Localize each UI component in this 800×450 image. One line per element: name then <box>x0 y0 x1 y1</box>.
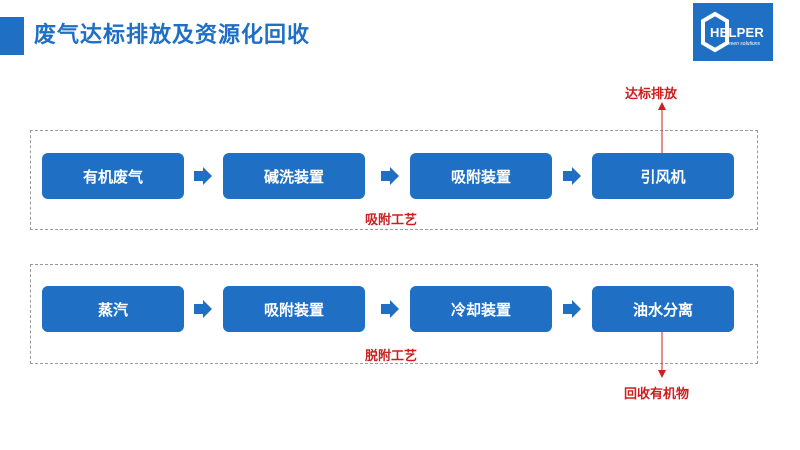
arrow-right-icon <box>563 300 581 318</box>
adsorption-caption: 吸附工艺 <box>365 213 418 228</box>
title-accent-bar <box>0 17 24 55</box>
process1-step-4: 引风机 <box>592 153 734 199</box>
arrow-right-icon <box>381 167 399 185</box>
process1-step-2: 碱洗装置 <box>223 153 365 199</box>
arrow-down-icon <box>658 370 666 378</box>
helper-logo: HELPER Green solutions <box>693 3 773 61</box>
arrow-up-icon <box>658 102 666 110</box>
logo-text: HELPER <box>710 25 764 40</box>
arrow-right-icon <box>194 167 212 185</box>
process2-step-2: 吸附装置 <box>223 286 365 332</box>
process2-step-1: 蒸汽 <box>42 286 184 332</box>
process2-step-4: 油水分离 <box>592 286 734 332</box>
desorption-process-group <box>30 264 758 364</box>
arrow-right-icon <box>194 300 212 318</box>
arrow-right-icon <box>563 167 581 185</box>
logo-hexagon-icon <box>701 11 729 53</box>
emission-output-label: 达标排放 <box>625 87 678 102</box>
adsorption-process-group <box>30 130 758 230</box>
logo-subtitle: Green solutions <box>725 41 761 47</box>
process2-step-3: 冷却装置 <box>410 286 552 332</box>
desorption-caption: 脱附工艺 <box>365 349 418 364</box>
process1-step-1: 有机废气 <box>42 153 184 199</box>
arrow-right-icon <box>381 300 399 318</box>
process1-step-3: 吸附装置 <box>410 153 552 199</box>
page-title: 废气达标排放及资源化回收 <box>34 23 311 48</box>
recovery-output-label: 回收有机物 <box>624 387 690 402</box>
